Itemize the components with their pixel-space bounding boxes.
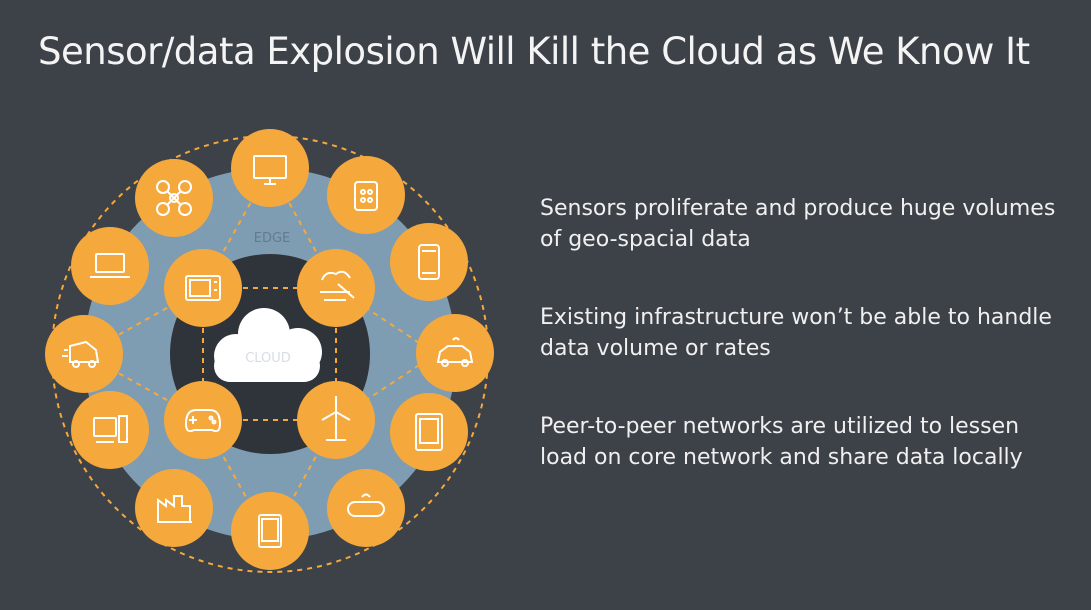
edge-label: EDGE xyxy=(254,231,291,246)
bullet-list: Sensors proliferate and produce huge vol… xyxy=(540,193,1060,520)
tablet-icon xyxy=(231,492,309,570)
bullet-infrastructure: Existing infrastructure won’t be able to… xyxy=(540,305,1052,361)
phone-case-icon xyxy=(327,156,405,234)
wearable-band-icon xyxy=(327,469,405,547)
appliance-icon xyxy=(164,249,242,327)
computer-tower-icon xyxy=(71,391,149,469)
cloud-icon xyxy=(214,308,322,382)
car-icon xyxy=(416,314,494,392)
ereader-icon xyxy=(390,393,468,471)
wind-turbine-icon xyxy=(297,381,375,459)
bullet-sensors: Sensors proliferate and produce huge vol… xyxy=(540,196,1056,252)
laptop-icon xyxy=(71,227,149,305)
bullet-peer-to-peer: Peer-to-peer networks are utilized to le… xyxy=(540,414,1023,470)
trash-truck-icon xyxy=(45,315,123,393)
slide-title: Sensor/data Explosion Will Kill the Clou… xyxy=(38,30,1030,73)
monitor-icon xyxy=(231,129,309,207)
cloud-label: CLOUD xyxy=(245,351,291,366)
factory-icon xyxy=(135,469,213,547)
gamepad-icon xyxy=(164,381,242,459)
edge-cloud-diagram: EDGE CLOUD xyxy=(45,129,494,573)
drone-icon xyxy=(135,159,213,237)
smartphone-icon xyxy=(390,223,468,301)
weather-icon xyxy=(297,249,375,327)
